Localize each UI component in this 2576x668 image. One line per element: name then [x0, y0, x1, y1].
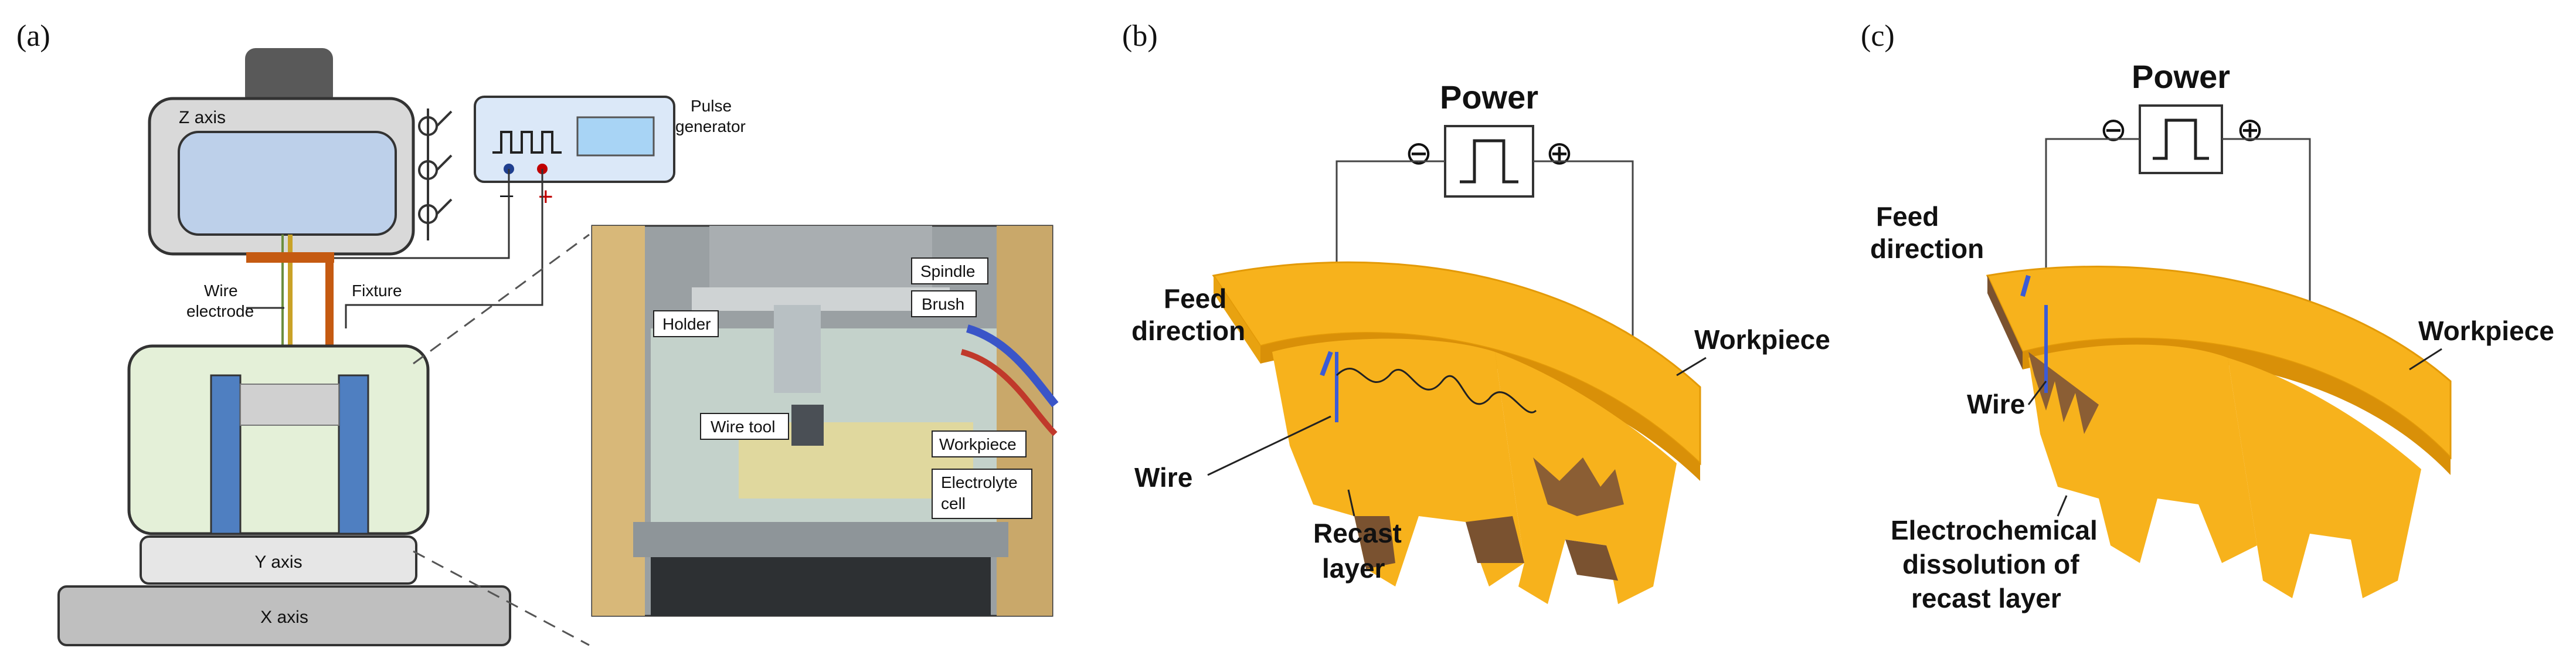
power-source-box: [1444, 125, 1534, 198]
feed-direction-label-1: Feed: [1164, 283, 1226, 314]
cell-post-right: [338, 374, 369, 535]
panel-b-recast-layer: (b) Power ⊖ ⊕ Feed direction Wire Workpi…: [1114, 0, 1853, 668]
positive-lead: [1533, 160, 1634, 411]
ecd-label-3: recast layer: [1911, 583, 2061, 613]
feed-direction-label-2: direction: [1131, 316, 1245, 346]
ecd-label-1: Electrochemical: [1891, 515, 2098, 545]
feed-direction-label-2: direction: [1870, 233, 1984, 264]
panel-c-tag: (c): [1861, 19, 1895, 53]
wire-label: Wire: [1134, 462, 1192, 493]
x-axis-stage: [57, 585, 511, 646]
pulse-waveform-icon: [1460, 139, 1518, 184]
fixture-top-arm: [246, 252, 334, 263]
power-source-box: [2139, 104, 2223, 174]
negative-lead: [2045, 138, 2140, 299]
power-label: Power: [2132, 58, 2230, 95]
holder-label: Holder: [662, 315, 711, 333]
z-axis-label: Z axis: [179, 108, 226, 127]
minus-sign: –: [500, 182, 514, 208]
pulse-display: [576, 116, 655, 157]
feed-direction-label-1: Feed: [1876, 201, 1939, 232]
plus-sign: +: [538, 182, 553, 211]
guide-rail-symbol: [418, 108, 453, 240]
brush-label: Brush: [922, 295, 964, 313]
workpiece-label: Workpiece: [2418, 316, 2554, 346]
spindle-tag: [911, 257, 988, 284]
plus-symbol: ⊕: [2237, 111, 2264, 148]
ecd-label-2: dissolution of: [1902, 549, 2079, 579]
wire-electrode-label-1: Wire: [204, 282, 238, 300]
workpiece-body: [1212, 261, 1701, 604]
wire-tool-tag: [700, 413, 789, 440]
spindle-motor: [245, 48, 333, 107]
holder-tag: [653, 310, 719, 337]
recast-layer-label-2: layer: [1322, 553, 1385, 584]
zoom-line-bottom: [413, 550, 590, 646]
z-axis-body: [178, 131, 397, 236]
electrolyte-cell-tag: [932, 469, 1032, 519]
feed-direction-arrow: [1320, 351, 1333, 377]
cell-post-left: [210, 374, 242, 535]
fixture-label: Fixture: [352, 282, 402, 300]
workpiece-tag: [932, 430, 1027, 457]
panel-a-tag: (a): [16, 19, 50, 53]
electrolyte-label-1: Electrolyte: [941, 473, 1018, 491]
pulse-generator-label-2: generator: [675, 117, 746, 135]
wire-electrode-label-2: electrode: [186, 302, 254, 320]
wire-tool-label: Wire tool: [711, 418, 775, 436]
minus-symbol: ⊖: [1405, 134, 1433, 171]
y-axis-stage: [140, 535, 417, 585]
recast-layer-label-1: Recast: [1313, 518, 1402, 548]
experimental-setup-photo: [591, 225, 1059, 617]
brush-tag: [911, 290, 977, 317]
panel-c-electrochemical-dissolution: (c) Power ⊖ ⊕ Feed direction Wire Workpi…: [1853, 0, 2576, 668]
pulse-waveform-icon: [492, 131, 562, 154]
panel-a-machine-setup: (a) Z axis – + Pulse generator Wire elec…: [0, 0, 1114, 668]
wire-label: Wire: [1967, 389, 2025, 419]
workpiece-block: [240, 384, 339, 426]
negative-lead: [308, 169, 510, 259]
y-axis-label: Y axis: [254, 552, 302, 572]
positive-lead: [345, 169, 543, 328]
spindle-label: Spindle: [920, 262, 975, 280]
cut-path-zigzag: [1335, 367, 1537, 413]
electrolyte-label-2: cell: [941, 494, 966, 513]
x-axis-label: X axis: [260, 608, 308, 627]
panel-b-tag: (b): [1122, 19, 1158, 53]
pulse-generator-label-1: Pulse: [691, 97, 732, 115]
feed-direction-arrow: [2020, 274, 2031, 297]
electrolyte-tank: [127, 344, 430, 535]
positive-lead: [2222, 138, 2311, 317]
workpiece-body: [1986, 266, 2452, 598]
workpiece-label: Workpiece: [1694, 324, 1830, 355]
zoom-line-top: [413, 233, 590, 365]
plus-symbol: ⊕: [1546, 134, 1574, 171]
pulse-waveform-icon: [2153, 118, 2209, 160]
minus-symbol: ⊖: [2100, 111, 2128, 148]
workpiece-photo-label: Workpiece: [939, 435, 1017, 453]
power-label: Power: [1440, 79, 1538, 116]
